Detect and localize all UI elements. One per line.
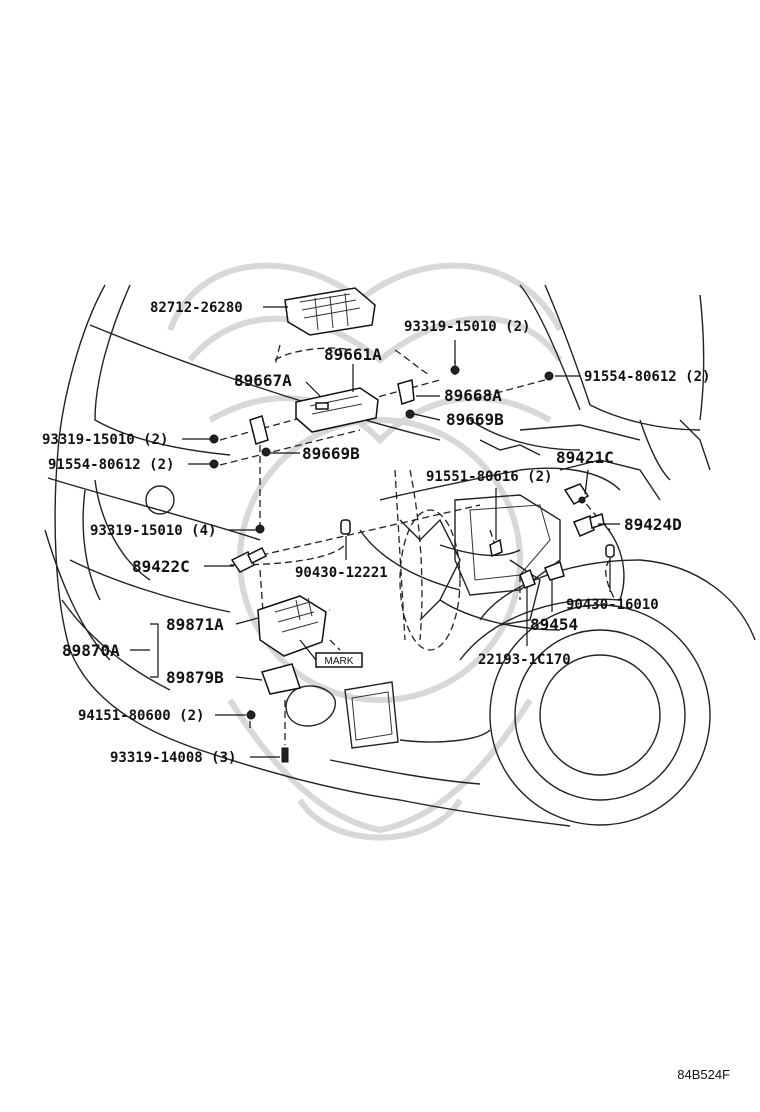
bracket-89668 <box>397 379 415 405</box>
label-89454: 89454 <box>530 615 578 634</box>
bolt-91551 <box>489 538 503 558</box>
sensor-89422 <box>230 546 268 573</box>
bolt-93319-14008 <box>281 747 289 763</box>
label-93319-15010-top: 93319-15010 (2) <box>404 319 530 335</box>
label-90430-12221: 90430-12221 <box>295 565 388 581</box>
label-82712-26280: 82712-26280 <box>150 300 243 316</box>
label-91551-80616: 91551-80616 (2) <box>426 469 552 485</box>
label-93319-15010-4: 93319-15010 (4) <box>90 523 216 539</box>
label-89871a: 89871A <box>166 615 224 634</box>
label-94151-80600: 94151-80600 (2) <box>78 708 204 724</box>
label-89424d: 89424D <box>624 515 682 534</box>
label-89870a: 89870A <box>62 641 120 660</box>
clip-89669-right <box>405 409 415 419</box>
label-89661a: 89661A <box>324 345 382 364</box>
label-90430-16010: 90430-16010 <box>566 597 659 613</box>
vehicle-body-outline <box>44 284 756 827</box>
relay-block-82712 <box>284 287 376 336</box>
label-89669b-right: 89669B <box>446 410 504 429</box>
ecu-89661 <box>295 387 379 433</box>
control-unit-89871 <box>257 595 327 657</box>
gasket-90430-16010 <box>605 544 615 558</box>
nut-94151 <box>246 710 256 720</box>
bolt-93319-top <box>450 365 460 375</box>
part-labels: 82712-26280 93319-15010 (2) 89661A 91554… <box>42 300 710 766</box>
leader-lines <box>130 306 620 758</box>
label-89879b: 89879B <box>166 668 224 687</box>
engine-assembly <box>359 419 661 651</box>
bracket-89879 <box>261 663 301 695</box>
sensor-89421 <box>563 483 590 506</box>
sensor-89454 <box>544 560 565 581</box>
figure-id: 84B524F <box>677 1067 730 1082</box>
label-91554-80612-right: 91554-80612 (2) <box>584 369 710 385</box>
sensor-89424 <box>573 513 605 537</box>
label-22193-1c170: 22193-1C170 <box>478 652 571 668</box>
label-89668a: 89668A <box>444 386 502 405</box>
gasket-90430-12221 <box>340 519 351 535</box>
label-93319-15010-left: 93319-15010 (2) <box>42 432 168 448</box>
label-89667a: 89667A <box>234 371 292 390</box>
label-93319-14008: 93319-14008 (3) <box>110 750 236 766</box>
nut-91554-left <box>209 459 219 469</box>
label-91554-80612-left: 91554-80612 (2) <box>48 457 174 473</box>
label-89422c: 89422C <box>132 557 190 576</box>
bolt-93319-left <box>209 434 219 444</box>
nut-91554-right <box>544 371 554 381</box>
clip-89669-left <box>261 447 271 457</box>
sensor-22193 <box>519 568 536 589</box>
label-89421c: 89421C <box>556 448 614 467</box>
parts <box>209 287 615 763</box>
bolt-93319-4 <box>255 524 265 534</box>
label-89669b-left: 89669B <box>302 444 360 463</box>
bracket-89667 <box>249 415 269 445</box>
label-mark: MARK <box>325 656 354 667</box>
